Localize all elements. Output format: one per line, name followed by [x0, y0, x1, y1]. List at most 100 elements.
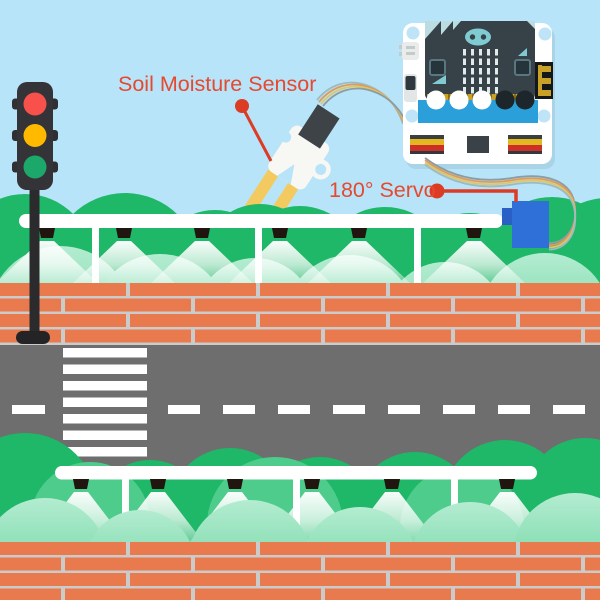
brick-wall: [0, 283, 600, 345]
zebra-crossing: [63, 348, 147, 457]
sprinkler-head: [39, 228, 55, 238]
lane-dash: [553, 405, 585, 414]
zebra-stripe: [63, 348, 147, 358]
output-connector-left: [410, 135, 444, 154]
servo-label: 180° Servo: [329, 178, 436, 202]
lane-dash: [278, 405, 310, 414]
water-spray: [307, 241, 411, 284]
side-connector-contact: [542, 78, 551, 84]
sensor-chip: [298, 104, 340, 149]
traffic-light: [12, 82, 58, 344]
zebra-stripe: [63, 381, 147, 391]
cable-wire: [322, 87, 410, 131]
pipe-support: [414, 228, 421, 285]
lower-brick-wall: [0, 542, 600, 600]
power-switch-knob: [405, 76, 416, 90]
zebra-stripe: [63, 430, 147, 440]
lane-divider: [12, 405, 585, 414]
leader-line: [242, 109, 273, 162]
decor-sawtooth: [441, 21, 453, 35]
water-pipe: [55, 466, 537, 480]
sprinkler-head: [194, 228, 210, 238]
lane-dash: [168, 405, 200, 414]
leader-line: [437, 189, 518, 202]
water-spray: [0, 241, 99, 284]
servo: [502, 201, 549, 248]
microbit-breakout-board: [399, 21, 555, 169]
sensor-label: Soil Moisture Sensor: [118, 72, 316, 96]
decor-triangle: [432, 75, 446, 84]
traffic-light-base: [16, 331, 50, 344]
sprinkler-head: [351, 228, 367, 238]
sprinkler-head: [150, 479, 166, 489]
zebra-stripe: [63, 447, 147, 457]
decor-sawtooth: [453, 21, 461, 30]
connector-stripe: [410, 145, 444, 151]
sensor-mounting-hole: [315, 163, 327, 175]
traffic-light-green: [23, 155, 47, 179]
pipe-support: [122, 479, 129, 544]
led-matrix: [463, 49, 498, 94]
servo-body: [512, 201, 549, 248]
pipe-support: [92, 228, 99, 285]
jst-pin: [399, 52, 403, 56]
cable-wire: [424, 163, 576, 251]
sprinkler-head: [499, 479, 515, 489]
water-spray: [422, 241, 526, 284]
connector-stripe: [508, 139, 542, 145]
mounting-hole: [538, 27, 552, 41]
sprinkler-head: [272, 228, 288, 238]
ring-pad: [449, 90, 469, 110]
lane-dash: [443, 405, 475, 414]
water-spray: [228, 241, 332, 284]
connector-stripe: [508, 135, 542, 139]
cable-wire: [424, 159, 576, 247]
water-spray: [72, 241, 176, 284]
connector-stripe: [508, 145, 542, 151]
microbit: [425, 21, 553, 101]
sprinkler-head: [73, 479, 89, 489]
water-spray: [150, 241, 254, 284]
connector-stripe: [508, 151, 542, 154]
jst-slot: [406, 46, 415, 49]
soil-moisture-sensor: [244, 104, 340, 228]
microbit-logo: [465, 28, 491, 46]
traffic-light-yellow: [23, 124, 47, 147]
side-connector-contact: [542, 66, 551, 72]
lane-dash: [12, 405, 45, 414]
connector-stripe: [410, 139, 444, 145]
sensor-notch: [280, 131, 292, 143]
servo-mount: [502, 208, 513, 225]
jst-slot: [406, 52, 415, 55]
button-b: [514, 59, 531, 76]
sprinkler-head: [227, 479, 243, 489]
ring-pad: [426, 90, 446, 110]
leader-dot: [235, 99, 249, 113]
output-connector-right: [508, 135, 542, 154]
lane-dash: [498, 405, 530, 414]
decor-sawtooth: [425, 21, 441, 39]
annotation-sensor: Soil Moisture Sensor: [118, 72, 316, 162]
sprinkler-head: [466, 228, 482, 238]
ring-pad: [472, 90, 492, 110]
traffic-light-pole: [29, 188, 40, 334]
sensor-fork-notch: [277, 164, 295, 185]
cable-wire: [424, 161, 576, 249]
water-pipe: [19, 214, 503, 228]
upper-sprinkler-pipe: [0, 214, 526, 285]
side-connector-contact: [538, 65, 542, 96]
sensor-cable: [316, 81, 410, 131]
logo-eye: [480, 34, 487, 40]
decor-corner-triangle: [527, 21, 535, 29]
sprinkler-head: [304, 479, 320, 489]
decor-triangle: [518, 48, 527, 56]
servo-cable: [424, 157, 576, 251]
lane-dash: [333, 405, 365, 414]
mounting-hole: [405, 109, 419, 123]
mounting-hole: [537, 109, 551, 123]
center-chip: [467, 136, 489, 153]
zebra-stripe: [63, 414, 147, 424]
button-a: [429, 59, 446, 76]
